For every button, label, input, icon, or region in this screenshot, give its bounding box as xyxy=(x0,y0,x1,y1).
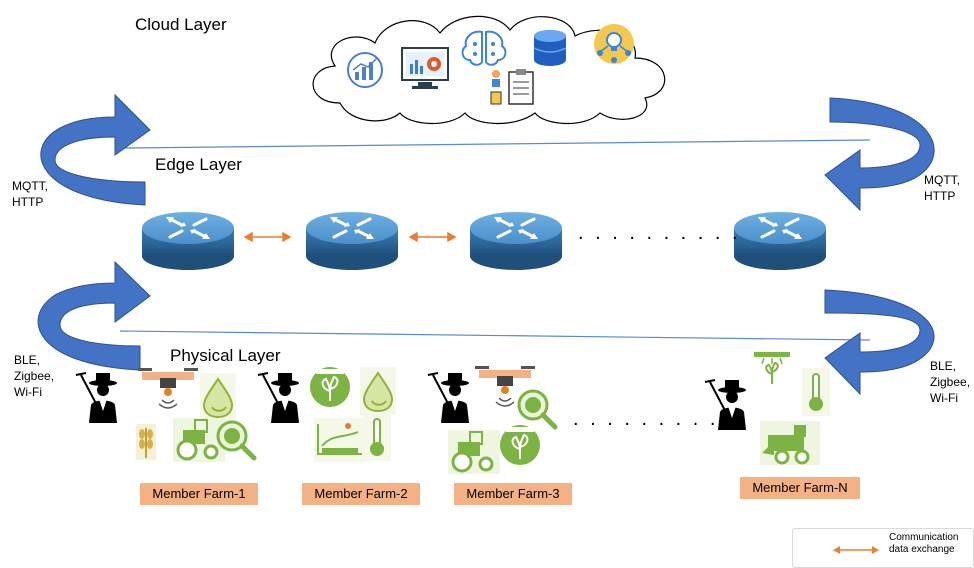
lower-left-arrow xyxy=(37,260,151,371)
sprout-icon-farm-3 xyxy=(499,424,541,466)
water-drop-icon-farm-2 xyxy=(359,366,397,416)
soil-sensor-icon-farm-2 xyxy=(313,417,367,463)
protocol-label-lower-left: BLE, Zigbee, Wi-Fi xyxy=(14,353,55,399)
farm-label-1: Member Farm-1 xyxy=(140,483,258,505)
upper-left-arrow xyxy=(40,93,151,206)
lower-right-arrow xyxy=(824,289,935,396)
edge-layer-label: Edge Layer xyxy=(155,155,242,174)
ai-brain-icon xyxy=(461,30,507,66)
exchange-arrows xyxy=(243,231,457,243)
wheat-icon-farm-1 xyxy=(135,423,157,461)
legend-exchange-arrow xyxy=(833,546,879,554)
protocol-label-upper-right: MQTT, HTTP xyxy=(924,173,960,203)
sprout-icon-farm-2 xyxy=(309,366,351,408)
cloud-layer-label: Cloud Layer xyxy=(135,15,227,34)
cloud-shape xyxy=(312,15,666,125)
upper-right-arrow xyxy=(824,97,935,212)
database-icon xyxy=(533,30,567,66)
sprinkler-icon-farm-n xyxy=(753,351,791,385)
drone-icon-farm-1 xyxy=(137,367,199,409)
farm-label-n: Member Farm-N xyxy=(740,477,860,499)
crop-inspect-icon-farm-3 xyxy=(519,391,555,427)
thermometer-icon-farm-n xyxy=(801,367,831,417)
thermometer-icon-farm-2 xyxy=(362,412,392,462)
farmer-icon-farm-1 xyxy=(75,372,118,424)
water-drop-icon-farm-1 xyxy=(199,372,237,422)
harvester-icon-farm-n xyxy=(758,419,822,467)
farm-continuation-dots: . . . . . . . . . . xyxy=(573,408,736,430)
tractor-icon-farm-3 xyxy=(446,428,502,476)
idea-network-icon xyxy=(594,24,634,64)
farmer-icon-farm-2 xyxy=(257,372,300,424)
protocol-label-upper-left: MQTT, HTTP xyxy=(12,179,48,209)
legend: Communication data exchange xyxy=(792,528,974,568)
farmer-icon-farm-3 xyxy=(427,372,470,424)
report-clipboard-icon xyxy=(490,69,534,105)
protocol-label-lower-right: BLE, Zigbee, Wi-Fi xyxy=(930,359,971,405)
router-continuation-dots: . . . . . . . . . . xyxy=(578,222,741,244)
analytics-chart-icon xyxy=(347,52,383,88)
farm-label-2: Member Farm-2 xyxy=(302,483,420,505)
farm-label-3: Member Farm-3 xyxy=(454,483,572,505)
dashboard-settings-icon xyxy=(401,47,449,89)
physical-layer-label: Physical Layer xyxy=(170,346,281,365)
legend-label: Communication data exchange xyxy=(889,532,959,555)
